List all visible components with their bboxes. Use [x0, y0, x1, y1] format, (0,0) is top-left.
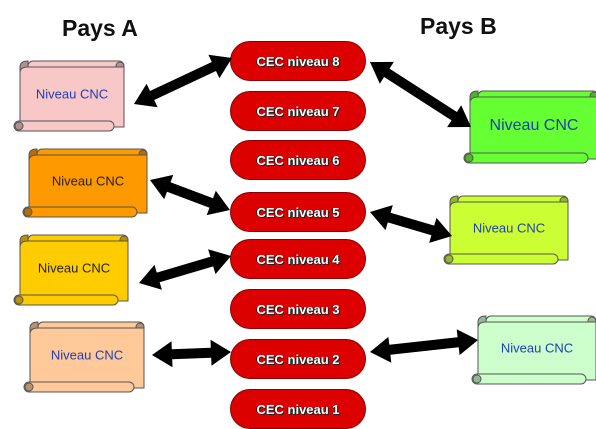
double-arrow-5: [370, 61, 471, 128]
cec-level-5: CEC niveau 5: [230, 192, 366, 232]
cec-level-6: CEC niveau 6: [230, 140, 366, 180]
double-arrow-6: [370, 205, 452, 243]
double-arrow-1: [134, 54, 232, 108]
cec-level-8: CEC niveau 8: [230, 41, 366, 81]
cnc-scroll-a-5: Niveau CNC: [22, 148, 148, 218]
cnc-scroll-label: Niveau CNC: [52, 173, 124, 188]
double-arrow-3: [139, 249, 231, 290]
cnc-scroll-a-2: Niveau CNC: [23, 321, 145, 393]
cec-level-1: CEC niveau 1: [230, 389, 366, 429]
cnc-scroll-label: Niveau CNC: [38, 260, 110, 275]
cec-level-7: CEC niveau 7: [230, 91, 366, 131]
cec-level-2: CEC niveau 2: [230, 339, 366, 379]
cnc-scroll-a-4: Niveau CNC: [13, 234, 129, 306]
cnc-scroll-label: Niveau CNC: [51, 347, 123, 362]
cnc-scroll-label: Niveau CNC: [490, 117, 579, 134]
cec-level-3: CEC niveau 3: [230, 289, 366, 329]
cnc-scroll-b-5: Niveau CNC: [443, 195, 569, 265]
cnc-scroll-label: Niveau CNC: [473, 220, 545, 235]
cec-level-4: CEC niveau 4: [230, 239, 366, 279]
double-arrow-7: [370, 329, 478, 363]
cnc-scroll-label: Niveau CNC: [501, 340, 573, 355]
cnc-scroll-a-8: Niveau CNC: [13, 60, 125, 132]
cnc-scroll-label: Niveau CNC: [36, 86, 108, 101]
country-b-title: Pays B: [420, 13, 497, 39]
double-arrow-4: [152, 339, 231, 368]
cnc-scroll-b-8: Niveau CNC: [463, 90, 596, 164]
country-a-title: Pays A: [62, 15, 138, 41]
double-arrow-2: [150, 174, 230, 216]
cnc-scroll-b-2: Niveau CNC: [471, 315, 596, 385]
